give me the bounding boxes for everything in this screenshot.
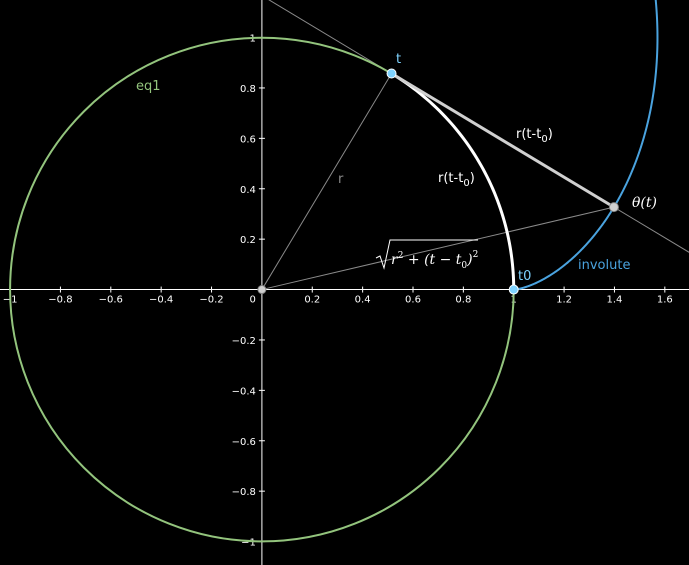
x-tick-label: 0.6 [405, 295, 421, 306]
point-t0-label: t0 [518, 269, 531, 284]
sqrt-symbol [375, 239, 478, 270]
y-tick-label: 0.2 [240, 235, 256, 246]
y-tick-label: −0.2 [232, 336, 256, 347]
x-tick-label: 1.6 [657, 295, 673, 306]
y-tick-label: −1 [241, 538, 256, 549]
y-tick-label: 0.4 [240, 185, 256, 196]
arc-t0-to-t [390, 72, 516, 290]
x-tick-label: 1.2 [556, 295, 572, 306]
y-tick-label: −0.8 [232, 487, 256, 498]
y-tick-label: 1 [250, 34, 256, 45]
distance-formula-text: r2 + (t − t0)2 [391, 250, 478, 271]
tangent-length-label: r(t-t0) [516, 127, 553, 145]
origin-point[interactable] [257, 285, 267, 295]
y-tick-label: 0.6 [240, 134, 256, 145]
involute-curve [513, 0, 659, 291]
circle-label: eq1 [136, 79, 161, 94]
x-tick-label: 0.2 [304, 295, 320, 306]
y-tick-label: −0.4 [232, 386, 256, 397]
x-tick-label: 0.4 [355, 295, 371, 306]
involute-label: involute [578, 258, 630, 273]
x-tick-label: 0.8 [455, 295, 471, 306]
point-t[interactable] [386, 68, 397, 79]
x-tick-label: −0.4 [149, 295, 173, 306]
x-tick-label: 1.4 [607, 295, 623, 306]
y-ticks: −1 −0.8 −0.6 −0.4 −0.2 0.2 0.4 0.6 0.8 1 [232, 34, 265, 549]
point-t-label: t [396, 52, 401, 67]
radius-label: r [338, 172, 344, 187]
radius-line [261, 73, 392, 290]
y-tick-label: −0.6 [232, 437, 256, 448]
y-tick-label: 0.8 [240, 84, 256, 95]
x-tick-label: −0.2 [199, 295, 223, 306]
arc-length-label: r(t-t0) [438, 171, 475, 189]
point-t0[interactable] [508, 284, 519, 295]
tangent-segment [390, 72, 615, 209]
x-tick-label: −0.8 [48, 295, 72, 306]
x-tick-label: −0.6 [99, 295, 123, 306]
distance-line [261, 206, 615, 291]
distance-formula: r2 + (t − t0)2 [375, 239, 478, 271]
point-theta[interactable] [608, 202, 619, 213]
origin-label: 0 [250, 295, 256, 306]
theta-label: θ(t) [632, 195, 657, 211]
